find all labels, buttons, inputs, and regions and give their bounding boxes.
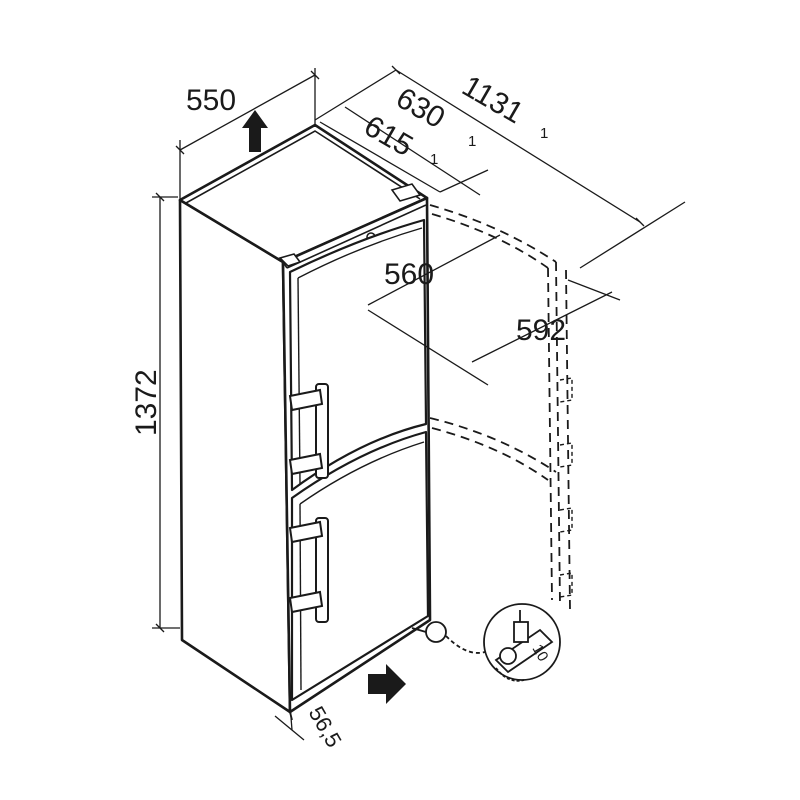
open-door-outline: [429, 204, 571, 611]
fridge-top-details: [185, 130, 427, 269]
dim-1131-label: 1131: [457, 69, 529, 130]
upper-door-handle: [288, 383, 329, 479]
dim-height-label: 1372: [130, 369, 163, 436]
fridge-side-panel: [178, 198, 292, 714]
lower-door-handle: [288, 517, 329, 623]
dim-615-footnote: 1: [430, 151, 438, 168]
dim-1131-footnote: 1: [540, 125, 548, 142]
adjustable-foot-icon: [425, 621, 447, 643]
fridge-base: [181, 621, 491, 721]
dimension-lines: [152, 68, 686, 741]
wrench-icon: [494, 610, 554, 674]
arrow-up-icon: [242, 110, 268, 152]
wrench-detail: [483, 603, 561, 682]
dim-width-label: 550: [186, 84, 236, 117]
dim-foot-offset-label: 56,5: [304, 702, 347, 752]
dim-592-label: 592: [516, 314, 566, 347]
wrench-size-label: 10: [529, 642, 552, 665]
dim-560-label: 560: [384, 258, 434, 291]
lower-door: [290, 430, 430, 702]
dim-630-footnote: 1: [468, 133, 476, 150]
door-handles: [288, 383, 329, 623]
arrow-right-icon: [368, 664, 406, 704]
